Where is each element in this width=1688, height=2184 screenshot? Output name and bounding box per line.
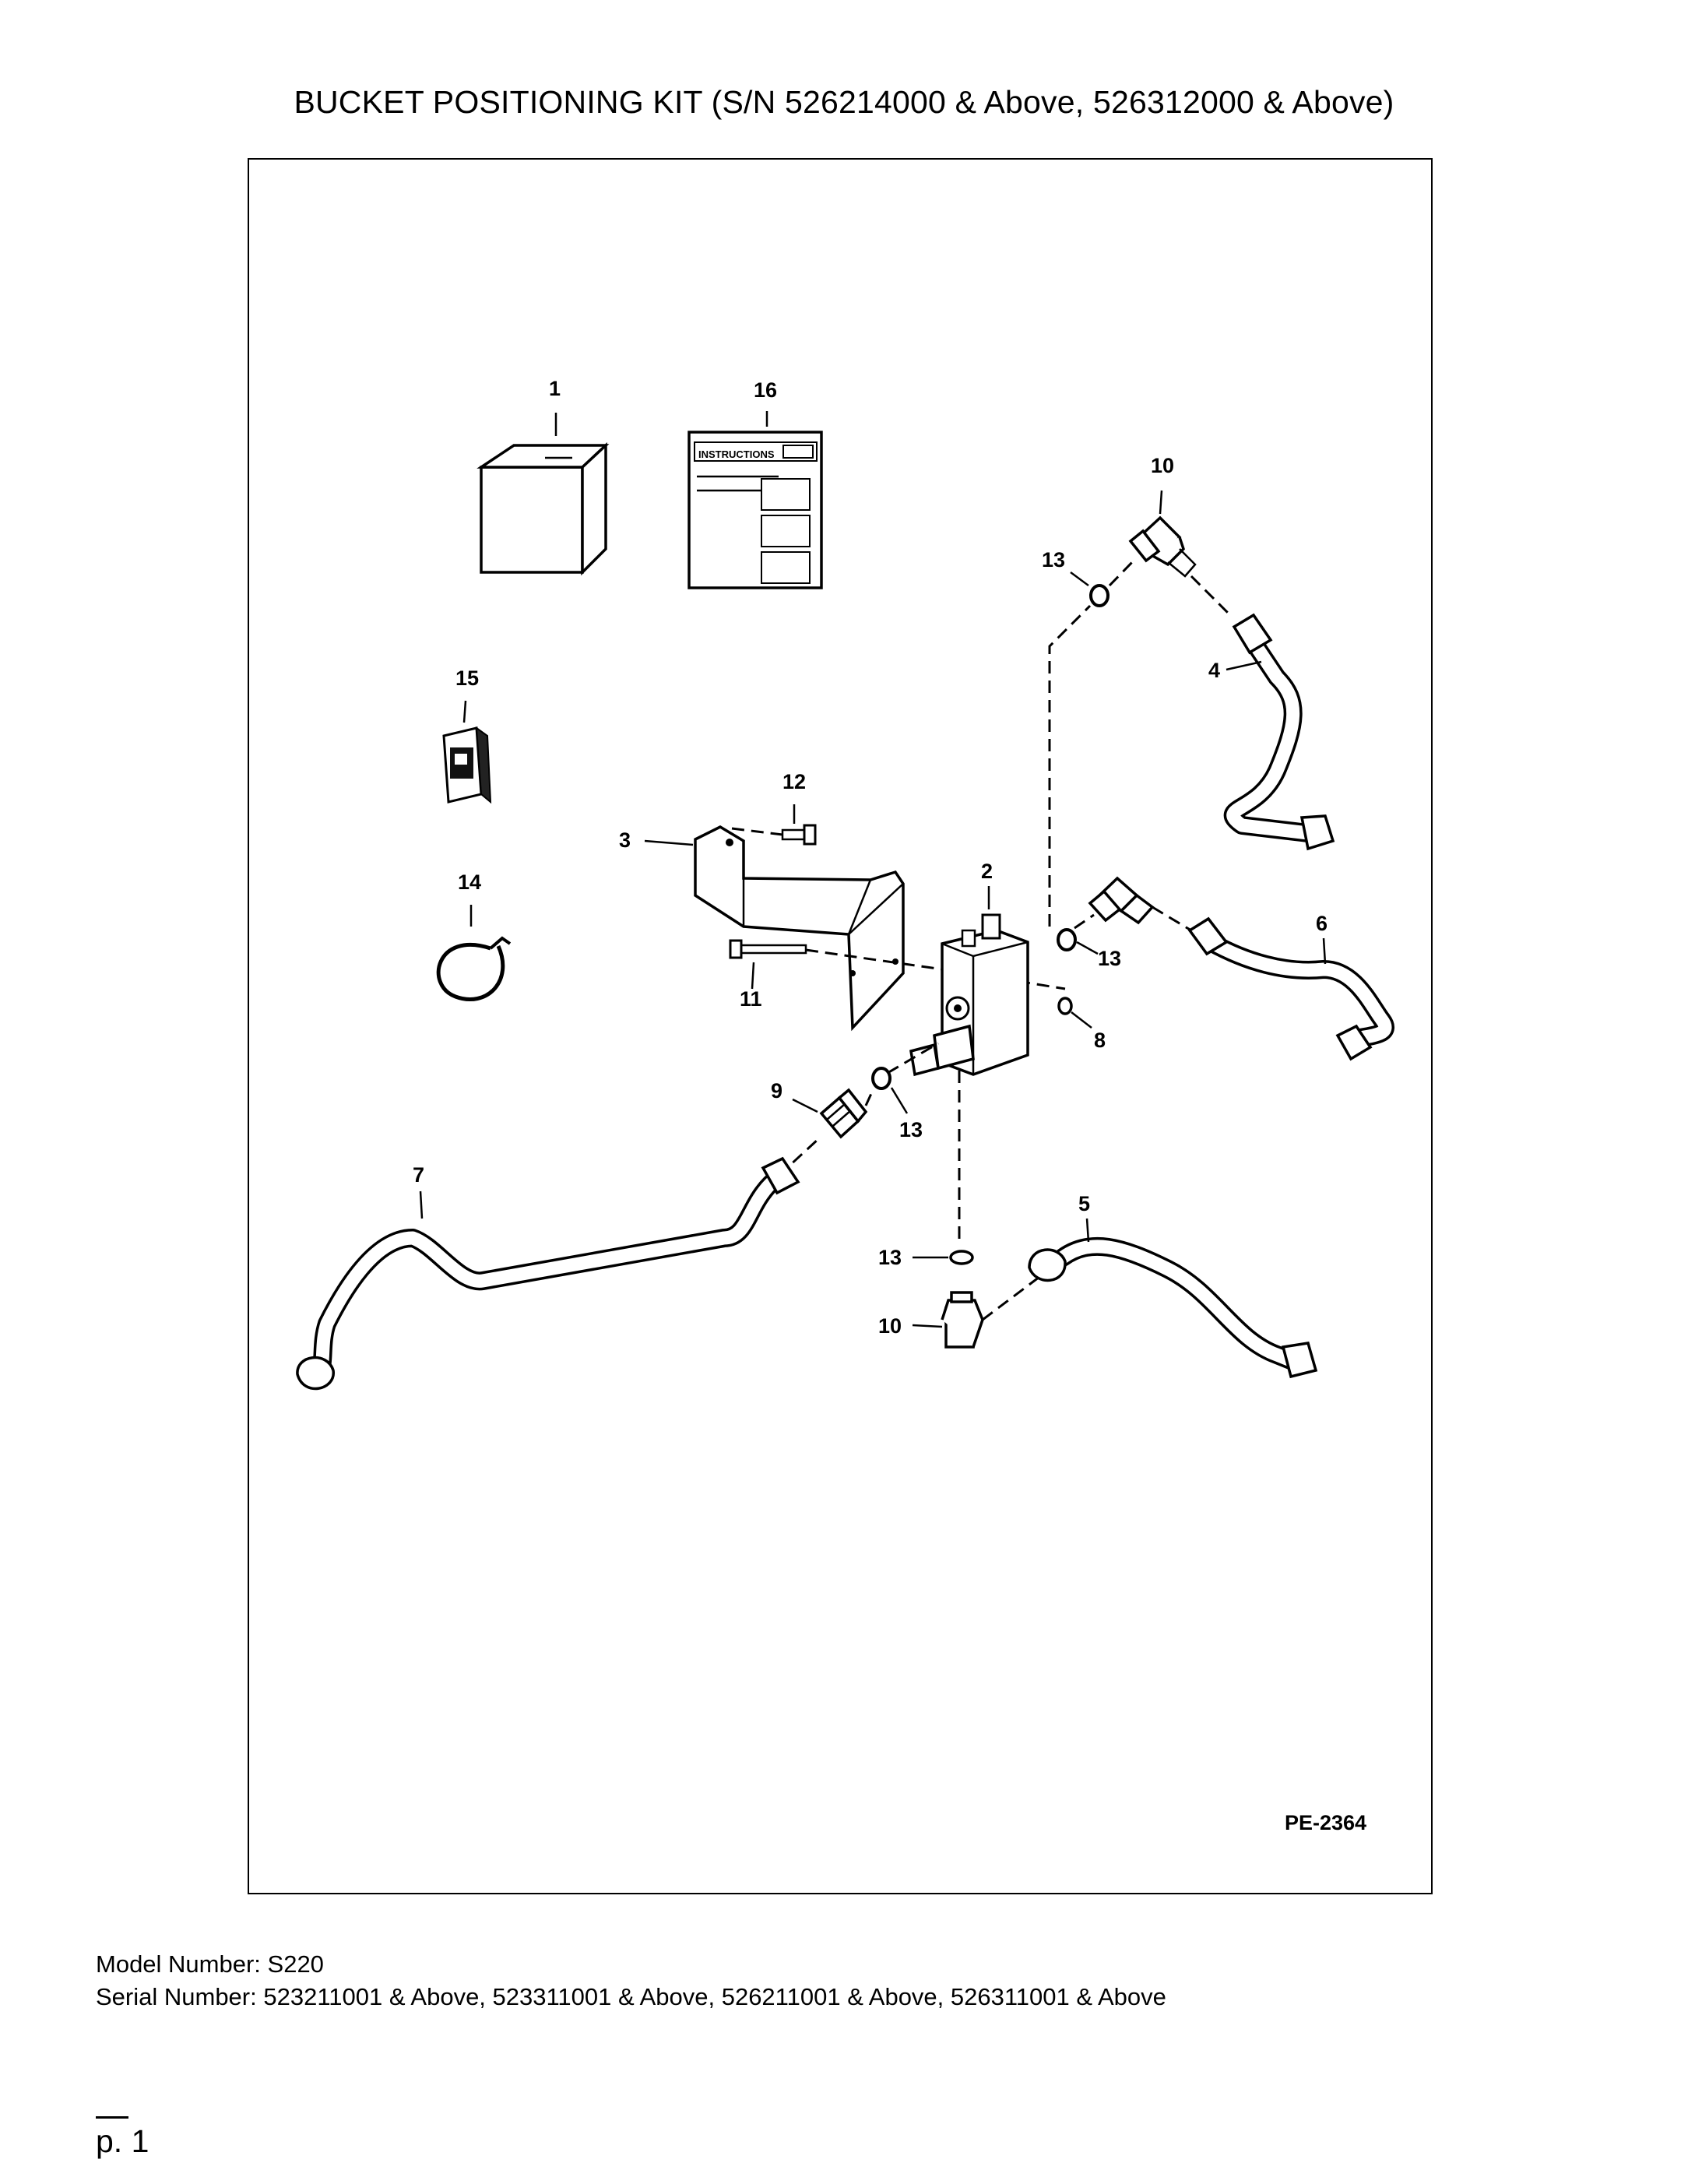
- exploded-parts-diagram: INSTRUCTIONS: [296, 377, 1394, 1834]
- callout-14: 14: [458, 870, 481, 894]
- leader-line: [419, 1190, 424, 1219]
- part-9-fitting: [819, 1088, 868, 1139]
- page-number-rule: [96, 2116, 128, 2119]
- assembly-dashed-line: [982, 1275, 1040, 1321]
- assembly-dashed-line: [1074, 913, 1095, 930]
- leader-line: [1071, 1011, 1092, 1029]
- leader-line: [644, 839, 694, 846]
- callout-12: 12: [782, 770, 806, 793]
- part-13-o-ring: [871, 1067, 891, 1090]
- callout-9: 9: [771, 1079, 782, 1103]
- callout-13: 13: [1042, 548, 1065, 571]
- callout-16: 16: [754, 378, 777, 402]
- part-13-o-ring: [1057, 928, 1077, 951]
- part-2-valve: [909, 913, 1029, 1077]
- callout-11: 11: [740, 987, 762, 1011]
- part-16-instructions: INSTRUCTIONS: [688, 431, 823, 589]
- assembly-dashed-line: [1108, 557, 1137, 587]
- callout-8: 8: [1094, 1029, 1106, 1052]
- leader-line: [751, 962, 755, 990]
- page-title: BUCKET POSITIONING KIT (S/N 526214000 & …: [294, 84, 1394, 120]
- part-15-switch: [442, 726, 492, 804]
- part-10-elbow-lower: [941, 1291, 984, 1349]
- part-13-o-ring: [949, 1250, 974, 1265]
- assembly-dashed-line: [731, 827, 783, 836]
- leader-line: [890, 1087, 909, 1114]
- leader-line: [462, 700, 467, 723]
- part-10-elbow-upper: [1128, 515, 1197, 578]
- assembly-dashed-line: [864, 1088, 875, 1106]
- leader-line: [1159, 490, 1163, 515]
- leader-line: [1070, 571, 1089, 587]
- assembly-dashed-line: [1152, 906, 1192, 932]
- assembly-dashed-line: [1190, 575, 1232, 617]
- assembly-dashed-line: [1048, 604, 1092, 927]
- assembly-dashed-line: [805, 948, 1066, 990]
- leader-line: [1322, 937, 1327, 965]
- part-4-tube: [1223, 613, 1335, 851]
- part-7-tube: [296, 1156, 800, 1391]
- leader-line: [1085, 1218, 1090, 1243]
- leader-line: [912, 1324, 943, 1328]
- serial-number-line: Serial Number: 523211001 & Above, 523311…: [96, 1983, 1166, 2010]
- callout-6: 6: [1316, 912, 1328, 935]
- part-3-bracket: [694, 825, 905, 1032]
- part-10-elbow-middle: [1088, 876, 1155, 925]
- callout-1: 1: [549, 377, 561, 400]
- callout-7: 7: [413, 1163, 424, 1187]
- diagram-frame: [248, 158, 1433, 1894]
- callout-3: 3: [619, 828, 631, 852]
- callout-13: 13: [878, 1246, 902, 1269]
- callout-13: 13: [1098, 947, 1121, 970]
- part-11-long-bolt: [729, 939, 807, 959]
- callout-2: 2: [981, 860, 993, 883]
- part-1-package: [477, 441, 610, 576]
- figure-id: PE-2364: [1285, 1811, 1366, 1834]
- instructions-label: INSTRUCTIONS: [698, 448, 775, 460]
- part-13-o-ring: [1089, 584, 1110, 607]
- leader-line: [792, 1098, 818, 1113]
- model-number-line: Model Number: S220: [96, 1950, 324, 1978]
- part-12-bolt: [781, 824, 817, 846]
- assembly-dashed-line: [887, 1042, 939, 1074]
- callout-15: 15: [455, 666, 479, 690]
- leader-line: [1076, 941, 1099, 955]
- callout-5: 5: [1078, 1192, 1090, 1215]
- leader-line: [1226, 660, 1262, 671]
- callout-10: 10: [1151, 454, 1174, 477]
- page-number: p. 1: [96, 2123, 149, 2159]
- callout-10: 10: [878, 1314, 902, 1338]
- part-8-plug: [1057, 997, 1073, 1015]
- callout-13: 13: [899, 1118, 923, 1141]
- part-6-tube: [1187, 916, 1394, 1061]
- callout-4: 4: [1208, 659, 1220, 682]
- part-14-cable-tie: [436, 936, 512, 1002]
- part-5-tube: [1028, 1236, 1318, 1379]
